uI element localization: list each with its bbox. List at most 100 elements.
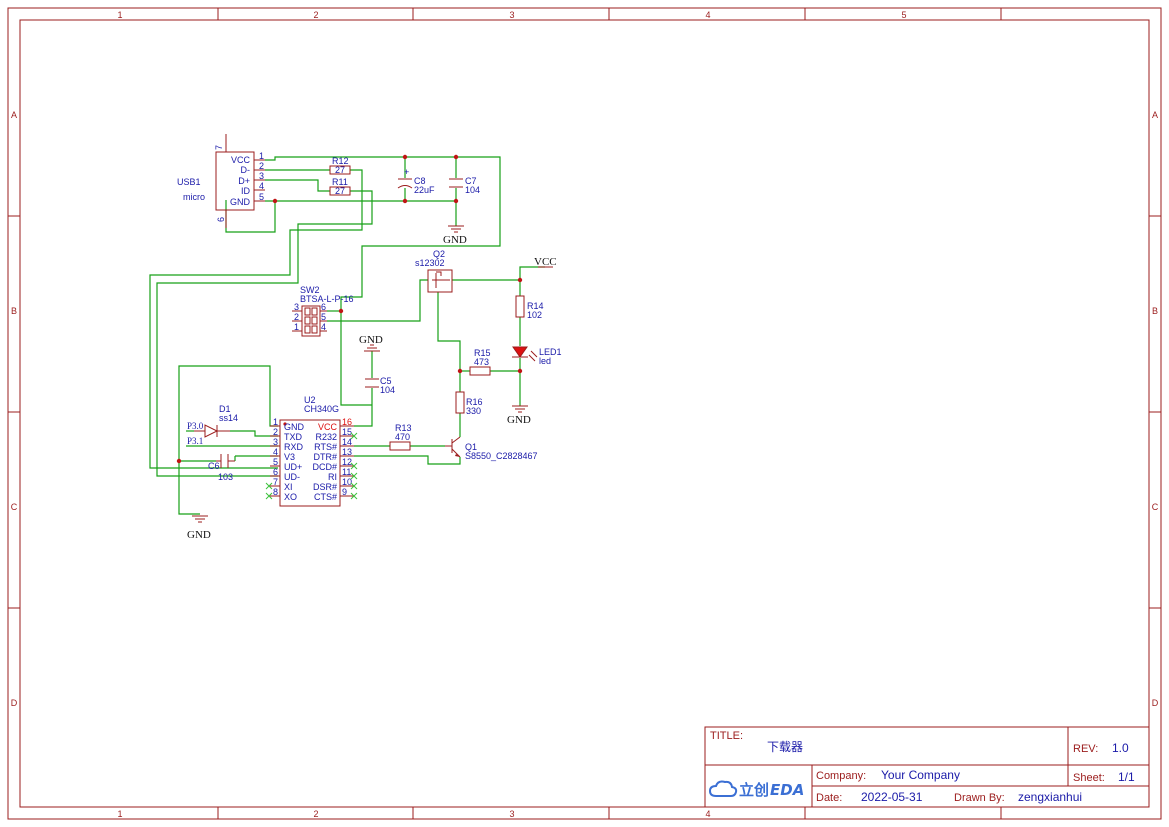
transistor-q1[interactable]: Q1 S8550_C2828467 [445, 436, 538, 461]
gnd-symbol: GND [187, 515, 211, 541]
row-label-right: D [1152, 698, 1159, 708]
u2-pin-name: RXD [284, 442, 304, 452]
r11-value: 27 [335, 186, 345, 196]
date-value: 2022-05-31 [861, 790, 923, 804]
u2-pin-num: 11 [342, 467, 351, 477]
u2-pin-name: VCC [318, 422, 338, 432]
q2-designator: Q2 [433, 249, 445, 259]
u2-pin-name: R232 [315, 432, 337, 442]
c5-designator: C5 [380, 376, 392, 386]
resistor-r14[interactable]: R14 102 [515, 295, 544, 320]
diode-d1[interactable]: D1 ss14 [194, 404, 238, 438]
logo-text-cn: 立创 [739, 781, 769, 799]
r14-value: 102 [527, 310, 542, 320]
c7-designator: C7 [465, 176, 477, 186]
u2-pin-num: 13 [342, 447, 352, 457]
usb1-pin-name: ID [241, 186, 251, 196]
usb1-connector[interactable]: USB1 micro 7 6 VCC D- D+ ID GND 1 2 3 4 … [177, 134, 265, 228]
net-label-p31: P3.1 [187, 436, 203, 446]
usb1-pin-shield: 6 [216, 217, 226, 222]
c8-polarity-mark: + [404, 167, 409, 177]
rev-label: REV: [1073, 743, 1098, 755]
row-label-right: B [1152, 306, 1158, 316]
capacitor-c5[interactable]: C5 104 [365, 376, 395, 395]
usb1-designator: USB1 [177, 177, 201, 187]
u2-pin-name: DSR# [313, 482, 337, 492]
title-label: TITLE: [710, 730, 743, 742]
r16-designator: R16 [466, 397, 483, 407]
u2-pin-num: 8 [273, 487, 278, 497]
switch-sw2[interactable]: SW2 BTSA-L-P-16 3 2 1 6 5 4 [292, 285, 354, 337]
d1-designator: D1 [219, 404, 231, 414]
c6-value: 103 [218, 472, 233, 482]
u2-pin-name: DTR# [313, 452, 337, 462]
u2-pin-name: CTS# [314, 492, 337, 502]
company-value: Your Company [881, 768, 960, 782]
u2-pin-num: 15 [342, 427, 352, 437]
col-label-top: 5 [901, 10, 906, 20]
row-label-right: C [1152, 502, 1159, 512]
u2-pin-name: DCD# [312, 462, 337, 472]
u2-pin-num: 12 [342, 457, 352, 467]
wires [149, 156, 545, 515]
u2-pin-name: XI [284, 482, 293, 492]
usb1-pin-shield: 7 [214, 145, 224, 150]
led-led1[interactable]: LED1 led [512, 346, 562, 366]
capacitor-c7[interactable]: C7 104 [449, 176, 480, 195]
col-label-top: 1 [117, 10, 122, 20]
sw2-pin-num: 3 [294, 302, 299, 312]
usb1-value: micro [183, 192, 205, 202]
resistor-r15[interactable]: R15 473 [469, 348, 491, 376]
c5-value: 104 [380, 385, 395, 395]
c8-value: 22uF [414, 185, 435, 195]
u2-pin-num: 10 [342, 477, 352, 487]
row-label-left: D [11, 698, 18, 708]
capacitor-c6[interactable]: C6 103 [208, 454, 235, 482]
gnd-label: GND [187, 529, 211, 541]
led1-designator: LED1 [539, 347, 562, 357]
drawn-by-label: Drawn By: [954, 792, 1005, 804]
usb1-pin-name: VCC [231, 155, 251, 165]
col-label-bottom: 4 [705, 809, 710, 819]
gnd-symbol: GND [359, 334, 383, 352]
sw2-pin-num: 5 [321, 312, 326, 322]
sw2-pin-num: 2 [294, 312, 299, 322]
u2-pin-num: 1 [273, 417, 278, 427]
u2-pin-num: 3 [273, 437, 278, 447]
col-label-bottom: 1 [117, 809, 122, 819]
net-label-p30: P3.0 [187, 421, 204, 431]
usb1-pin-name: D+ [238, 176, 250, 186]
r16-value: 330 [466, 406, 481, 416]
resistor-r16[interactable]: R16 330 [455, 391, 483, 416]
resistor-r13[interactable]: R13 470 [389, 423, 412, 451]
vcc-label: VCC [534, 256, 557, 268]
ic-u2-ch340g[interactable]: U2 CH340G 1 2 3 4 5 6 7 8 GND TXD RXD V3… [265, 395, 358, 507]
usb1-pin-num: 2 [259, 161, 264, 171]
r13-value: 470 [395, 432, 410, 442]
sheet-value: 1/1 [1118, 770, 1135, 784]
usb1-pin-num: 5 [259, 192, 264, 202]
u2-pin-num: 9 [342, 487, 347, 497]
sw2-designator: SW2 [300, 285, 320, 295]
resistor-r11[interactable]: R11 27 [329, 177, 351, 196]
mosfet-q2[interactable]: Q2 s12302 [415, 249, 453, 293]
col-label-top: 4 [705, 10, 710, 20]
rev-value: 1.0 [1112, 741, 1129, 755]
r11-designator: R11 [332, 177, 348, 187]
sheet-frame: 1 2 3 4 5 1 2 3 4 A B C D A B C D [7, 7, 1162, 820]
u2-right-pins: 16 15 14 13 12 11 10 9 VCC R232 RTS# DTR… [312, 417, 354, 502]
u2-pin-num: 14 [342, 437, 352, 447]
r12-value: 27 [335, 165, 345, 175]
u2-pin-name: RI [328, 472, 337, 482]
row-label-right: A [1152, 110, 1158, 120]
led1-value: led [539, 356, 551, 366]
c8-designator: C8 [414, 176, 426, 186]
gnd-label: GND [443, 234, 467, 246]
capacitor-c8[interactable]: + C8 22uF [397, 167, 435, 195]
d1-value: ss14 [219, 413, 238, 423]
gnd-label: GND [359, 334, 383, 346]
sw2-value: BTSA-L-P-16 [300, 294, 354, 304]
resistor-r12[interactable]: R12 27 [329, 156, 351, 175]
u2-pin-num: 5 [273, 457, 278, 467]
